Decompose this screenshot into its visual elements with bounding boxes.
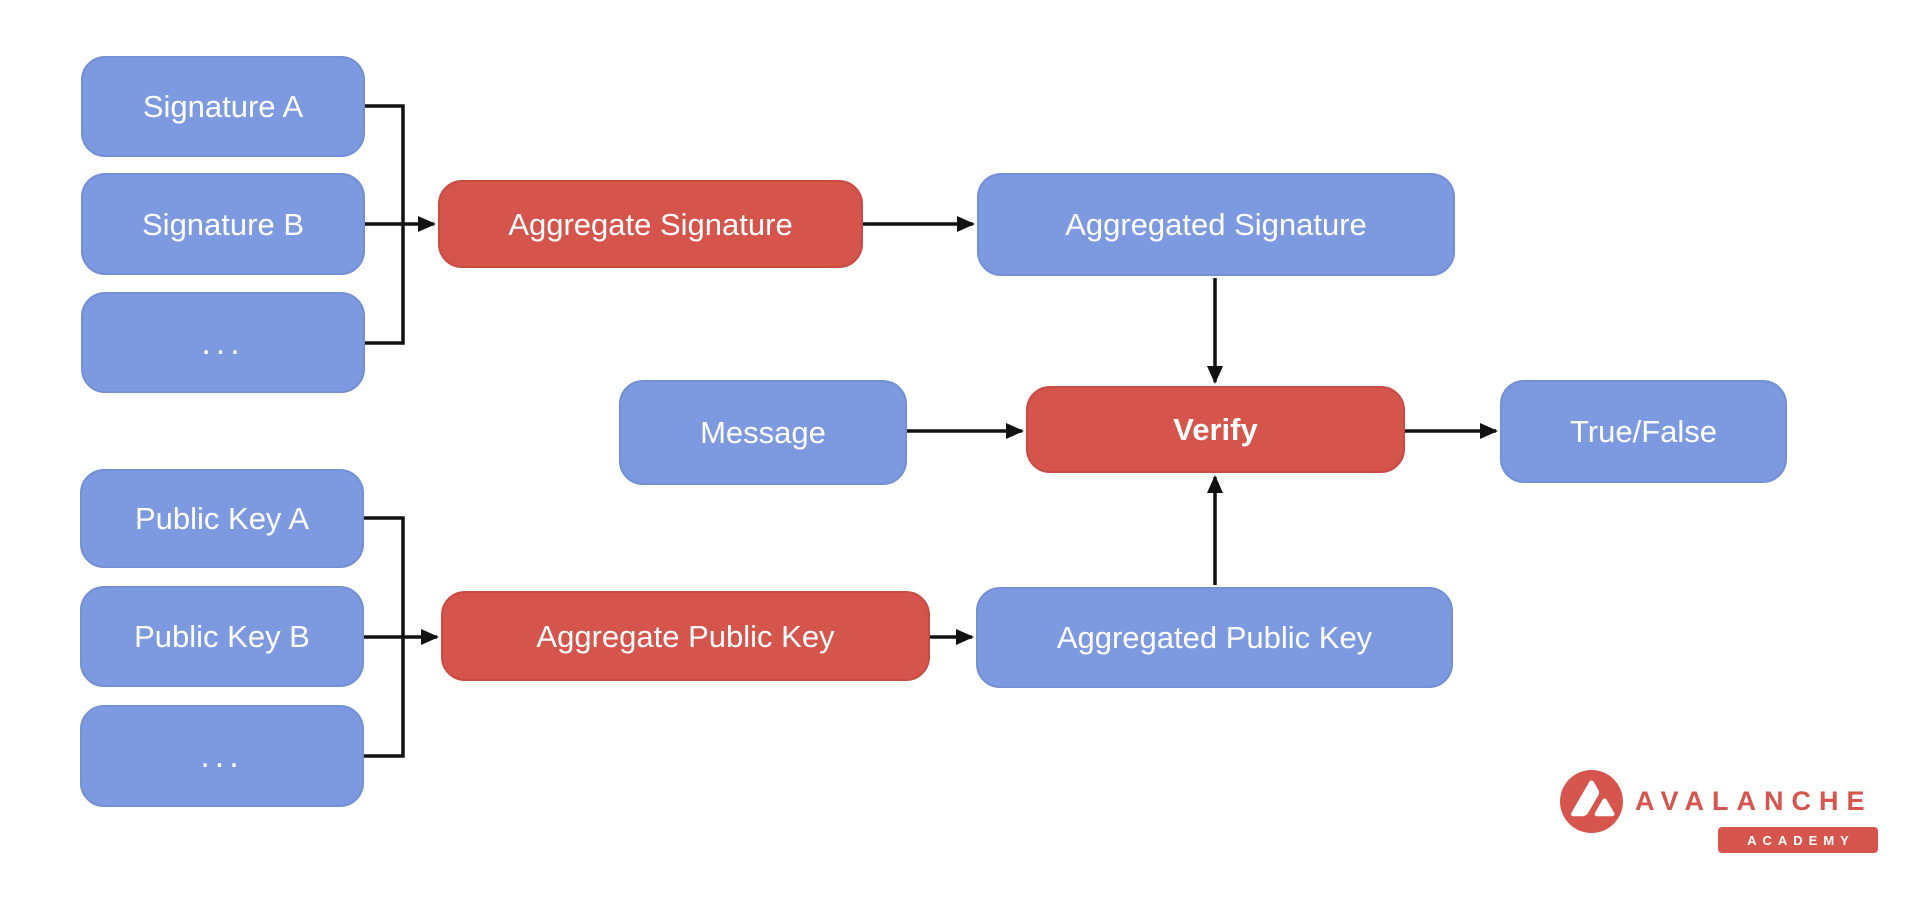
node-aggregate-signature: Aggregate Signature xyxy=(438,180,863,268)
node-true-false: True/False xyxy=(1500,380,1787,483)
connector-signatures-trunk xyxy=(365,104,405,345)
node-message: Message xyxy=(619,380,907,485)
avalanche-wordmark: AVALANCHE xyxy=(1635,786,1873,816)
node-verify: Verify xyxy=(1026,386,1405,473)
connector-public-keys-trunk xyxy=(364,516,405,758)
avalanche-academy-logo: AVALANCHE ACADEMY xyxy=(1555,765,1900,860)
academy-badge: ACADEMY xyxy=(1718,827,1878,853)
node-public-key-b: Public Key B xyxy=(80,586,364,687)
node-aggregated-public-key: Aggregated Public Key xyxy=(976,587,1453,688)
avalanche-mark-icon xyxy=(1560,770,1623,833)
node-signature-ellipsis: ... xyxy=(81,292,365,393)
node-public-key-ellipsis: ... xyxy=(80,705,364,807)
node-signature-b: Signature B xyxy=(81,173,365,275)
node-aggregated-signature: Aggregated Signature xyxy=(977,173,1455,276)
node-signature-a: Signature A xyxy=(81,56,365,157)
node-public-key-a: Public Key A xyxy=(80,469,364,568)
node-aggregate-public-key: Aggregate Public Key xyxy=(441,591,930,681)
